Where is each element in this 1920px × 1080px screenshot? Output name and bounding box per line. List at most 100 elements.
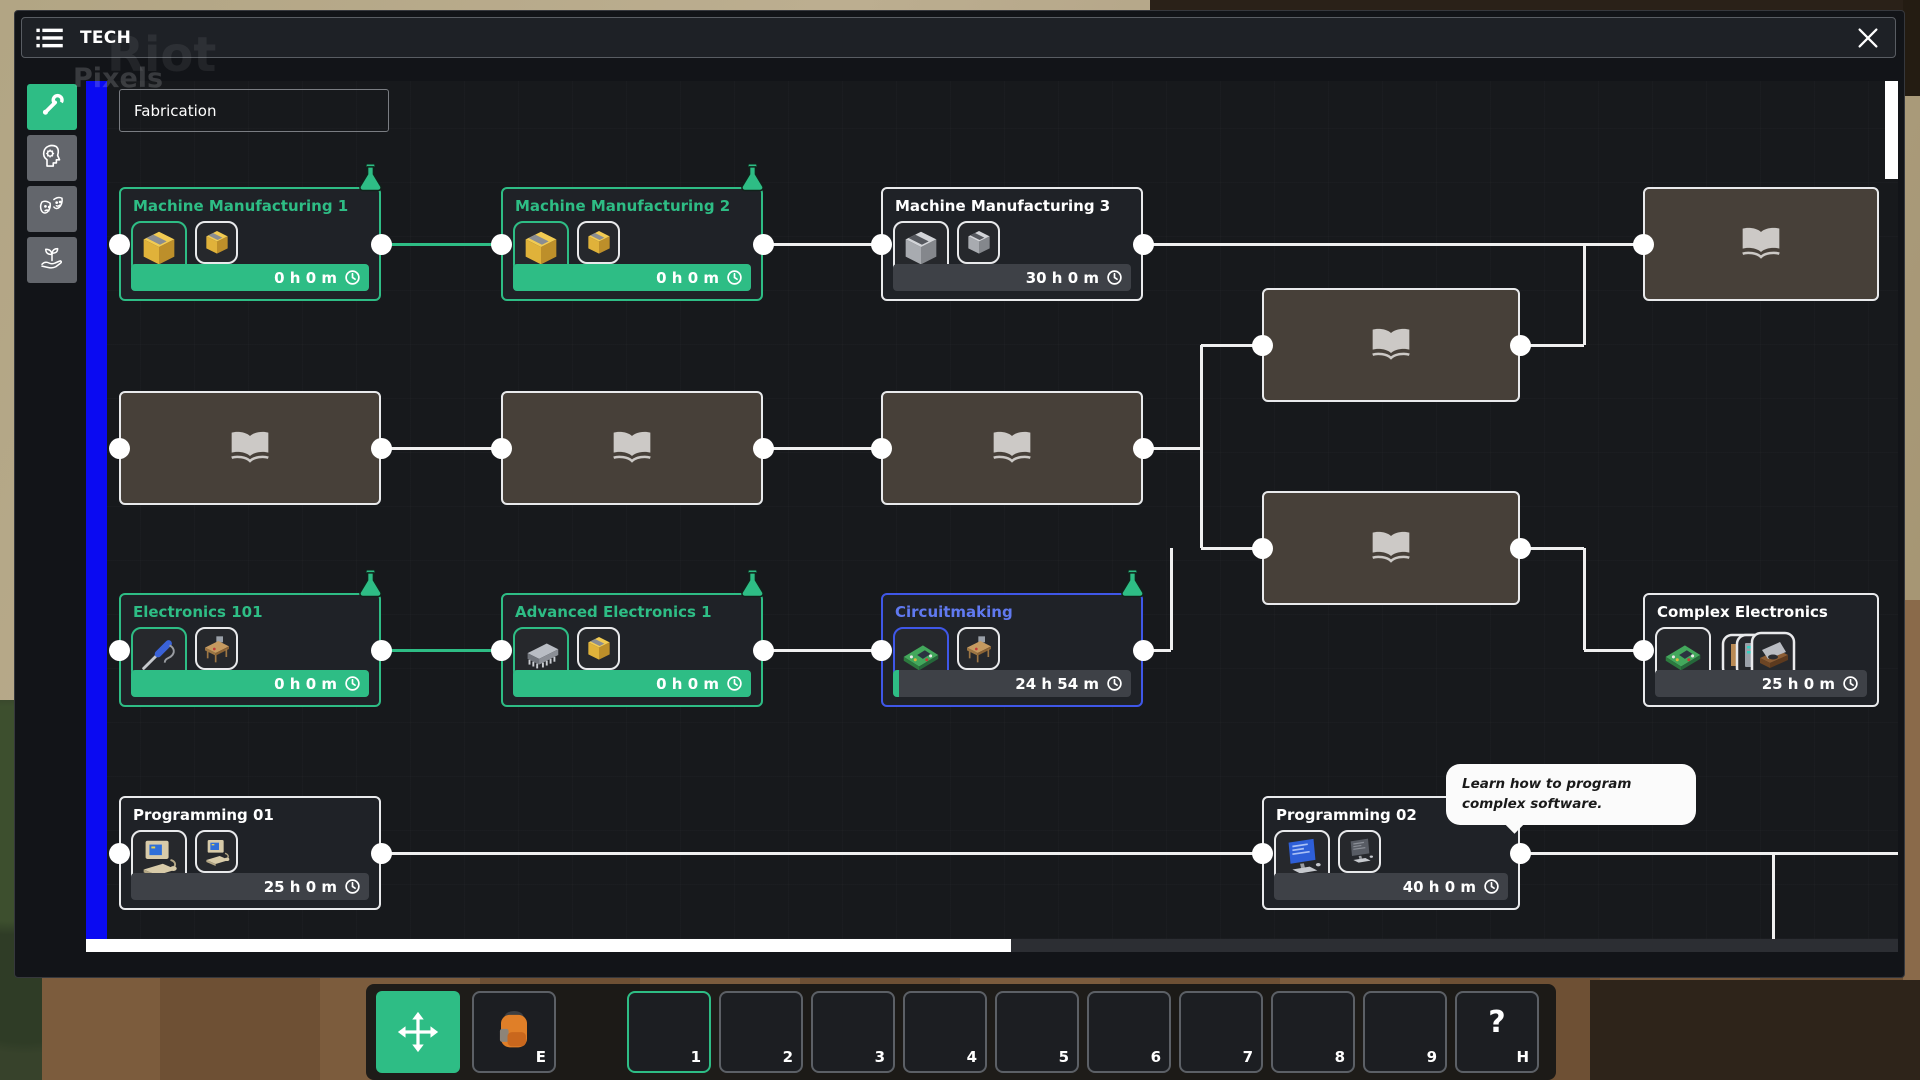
connector-dot: [1632, 639, 1654, 661]
workbench-glyph: [201, 633, 233, 665]
tree-canvas[interactable]: Fabrication Learn how to program complex…: [86, 81, 1898, 939]
book-icon: [605, 426, 659, 470]
tree-edge: [1582, 548, 1586, 650]
sidebar-tab-nature[interactable]: [27, 237, 77, 283]
node-progress-bar: 25 h 0 m: [131, 873, 369, 900]
horizontal-scrollbar-thumb[interactable]: [86, 939, 1011, 952]
computer-retro-icon: [195, 830, 238, 873]
connector-dot: [752, 437, 774, 459]
slot-number-label: 1: [690, 1048, 701, 1066]
connector-dot: [108, 233, 130, 255]
hotbar-slot-2[interactable]: 2: [719, 991, 803, 1073]
window-title: TECH: [80, 27, 132, 48]
hotbar-slot-3[interactable]: 3: [811, 991, 895, 1073]
node-time: 0 h 0 m: [656, 264, 743, 291]
node-title: Programming 01: [133, 806, 274, 824]
help-slot[interactable]: ? H: [1455, 991, 1539, 1073]
time-text: 0 h 0 m: [274, 268, 337, 287]
tree-edge: [761, 242, 881, 246]
machine-yellow-icon: [577, 221, 620, 264]
workbench-glyph: [963, 633, 995, 665]
clock-icon: [1106, 675, 1123, 692]
clock-icon: [1483, 878, 1500, 895]
machine-yellow-glyph: [136, 226, 182, 272]
connector-dot: [1251, 842, 1273, 864]
node-time: 30 h 0 m: [1026, 264, 1123, 291]
machine-gray-glyph: [963, 227, 995, 259]
tech-node-locked-top-right[interactable]: [1643, 187, 1879, 301]
machine-yellow-icon: [195, 221, 238, 264]
vertical-scrollbar-thumb[interactable]: [1885, 81, 1898, 179]
node-time: 40 h 0 m: [1403, 873, 1500, 900]
node-title: Machine Manufacturing 1: [133, 197, 349, 215]
machine-gray-glyph: [898, 226, 944, 272]
bg-right-wall-dark: [1903, 0, 1920, 96]
category-select[interactable]: Fabrication: [119, 89, 389, 132]
hotbar-slot-7[interactable]: 7: [1179, 991, 1263, 1073]
node-time: 25 h 0 m: [1762, 670, 1859, 697]
plant-hand-icon: [37, 243, 67, 277]
tech-node-locked-e[interactable]: [1262, 491, 1520, 605]
connector-dot: [870, 437, 892, 459]
circuit-board-glyph: [1660, 632, 1706, 678]
connector-dot: [1632, 233, 1654, 255]
hotbar-slot-1[interactable]: 1: [627, 991, 711, 1073]
node-progress-bar: 25 h 0 m: [1655, 670, 1867, 697]
connector-dot: [1132, 639, 1154, 661]
connector-dot: [870, 233, 892, 255]
slot-number-label: 3: [874, 1048, 885, 1066]
tree-edge: [1582, 244, 1586, 345]
backpack-key-label: E: [535, 1048, 546, 1066]
connector-dot: [1132, 437, 1154, 459]
clock-icon: [344, 269, 361, 286]
machine-yellow-glyph: [201, 227, 233, 259]
tree-edge: [1584, 648, 1643, 652]
node-title: Programming 02: [1276, 806, 1417, 824]
hotbar-slot-8[interactable]: 8: [1271, 991, 1355, 1073]
move-mode-button[interactable]: [376, 991, 460, 1073]
research-flask-icon: [739, 569, 766, 602]
hotbar-slot-9[interactable]: 9: [1363, 991, 1447, 1073]
tree-edge: [1201, 546, 1262, 550]
node-title: Circuitmaking: [895, 603, 1013, 621]
panel-header: TECH: [21, 17, 1896, 58]
tree-edge: [1520, 851, 1898, 855]
sidebar-tab-mind[interactable]: [27, 135, 77, 181]
tech-node-programming-01[interactable]: Programming 01 25 h 0 m: [119, 796, 381, 910]
wrench-icon: [37, 90, 67, 124]
clock-icon: [1842, 675, 1859, 692]
sidebar-tab-fabrication[interactable]: [27, 84, 77, 130]
connector-dot: [108, 437, 130, 459]
tech-node-locked-a[interactable]: [119, 391, 381, 505]
tech-node-locked-d[interactable]: [1262, 288, 1520, 402]
tree-edge: [761, 648, 881, 652]
tech-node-locked-c[interactable]: [881, 391, 1143, 505]
help-key-label: H: [1516, 1048, 1529, 1066]
machine-yellow-glyph: [518, 226, 564, 272]
hotbar-slot-5[interactable]: 5: [995, 991, 1079, 1073]
node-progress-bar: 0 h 0 m: [131, 264, 369, 291]
connector-dot: [1509, 842, 1531, 864]
tech-node-locked-b[interactable]: [501, 391, 763, 505]
hotbar-slot-4[interactable]: 4: [903, 991, 987, 1073]
connector-dot: [370, 437, 392, 459]
clock-icon: [344, 675, 361, 692]
tree-edge: [1141, 648, 1171, 652]
tree-edge: [1520, 546, 1584, 550]
machine-gray-icon: [957, 221, 1000, 264]
hotbar-slot-6[interactable]: 6: [1087, 991, 1171, 1073]
backpack-icon: [488, 1004, 540, 1060]
sidebar-tab-social[interactable]: [27, 186, 77, 232]
book-icon: [1734, 222, 1788, 266]
tech-node-machine-manufacturing-1[interactable]: Machine Manufacturing 1 0 h 0 m: [119, 187, 381, 301]
menu-icon[interactable]: [30, 23, 70, 53]
close-button[interactable]: [1853, 23, 1883, 53]
slot-number-label: 8: [1334, 1048, 1345, 1066]
backpack-slot[interactable]: E: [472, 991, 556, 1073]
